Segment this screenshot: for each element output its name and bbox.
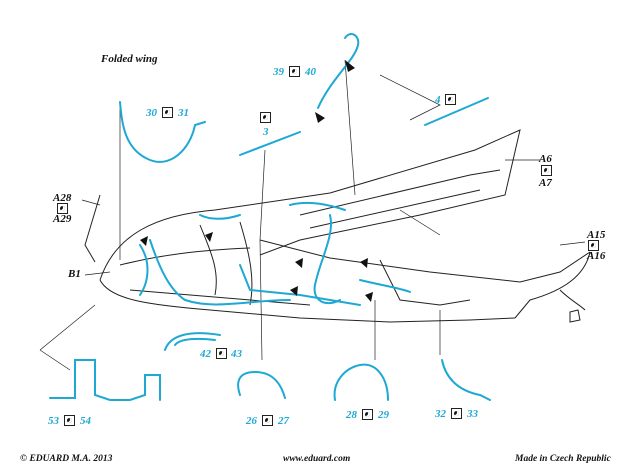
yin-yang-icon — [289, 66, 300, 77]
footer-copyright: © EDUARD M.A. 2013 — [20, 454, 113, 464]
part-4-strip — [424, 97, 489, 126]
leader-4 — [379, 74, 441, 121]
yin-yang-icon — [445, 94, 456, 105]
yin-yang-icon — [451, 408, 462, 419]
wing-inner-rib — [119, 247, 251, 266]
edge-tab — [569, 309, 581, 323]
part-label-42: 42 — [200, 348, 211, 360]
leader-39 — [344, 59, 356, 196]
leader-53 — [39, 304, 96, 351]
part-label-27: 27 — [278, 415, 289, 427]
wing-part-line-5 — [359, 279, 411, 293]
yin-yang-icon — [64, 415, 75, 426]
ref-label-b1: B1 — [68, 268, 81, 280]
ref-label-a16: A16 — [587, 250, 606, 262]
yin-yang-icon — [588, 240, 599, 251]
ref-label-a7: A7 — [539, 177, 552, 189]
wing-part-line-3 — [313, 214, 341, 305]
arrow-3 — [140, 236, 148, 246]
fold-recess — [199, 224, 217, 296]
part-39-40-shape — [317, 33, 360, 109]
yin-yang-icon — [260, 112, 271, 123]
yin-yang-icon — [57, 203, 68, 214]
ref-label-a28: A28 — [53, 192, 72, 204]
footer-origin: Made in Czech Republic — [515, 454, 611, 464]
arrow-2 — [315, 112, 325, 123]
wing-part-line-4 — [289, 201, 346, 211]
ref-label-a29: A29 — [53, 213, 72, 225]
wing-outline — [99, 129, 521, 281]
wing-part-line-7 — [199, 214, 241, 220]
ref-label-a6: A6 — [539, 153, 552, 165]
wing-panel-line-2 — [309, 189, 481, 229]
part-label-3: 3 — [263, 126, 269, 138]
leader-b1 — [84, 271, 111, 276]
arrow-7 — [365, 292, 373, 302]
fold-recess-2 — [239, 221, 253, 306]
wing-part-line-2 — [239, 264, 361, 306]
yin-yang-icon — [262, 415, 273, 426]
yin-yang-icon — [541, 165, 552, 176]
part-30-31-shape — [119, 101, 206, 163]
part-label-30: 30 — [146, 107, 157, 119]
part-label-43: 43 — [231, 348, 242, 360]
arrow-4 — [205, 232, 213, 242]
arrow-6 — [360, 258, 368, 268]
leader-4b — [399, 209, 441, 236]
part-28-29-shape — [333, 363, 389, 401]
arrow-5 — [295, 258, 303, 268]
page-title: Folded wing — [101, 53, 158, 65]
leader-3 — [259, 149, 266, 361]
part-label-53: 53 — [48, 415, 59, 427]
ref-label-a15: A15 — [587, 229, 606, 241]
wing-tip — [514, 251, 591, 319]
part-label-32: 32 — [435, 408, 446, 420]
part-53-54-shape — [49, 359, 161, 401]
part-label-28: 28 — [346, 409, 357, 421]
part-32-33-shape — [441, 359, 491, 401]
part-label-54: 54 — [80, 415, 91, 427]
leader-53b — [39, 349, 71, 371]
part-label-4: 4 — [435, 94, 441, 106]
part-label-39: 39 — [273, 66, 284, 78]
part-42-43-b — [174, 337, 216, 346]
part-label-26: 26 — [246, 415, 257, 427]
yin-yang-icon — [216, 348, 227, 359]
wing-spar — [379, 259, 471, 306]
wing-panel-line — [299, 169, 501, 216]
arrow-8 — [290, 286, 298, 296]
part-label-29: 29 — [378, 409, 389, 421]
footer-website: www.eduard.com — [283, 454, 351, 464]
wing-inner-rib-2 — [129, 289, 311, 306]
wing-part-line-6 — [139, 244, 149, 296]
part-42-43-shape — [164, 332, 221, 351]
part-label-40: 40 — [305, 66, 316, 78]
yin-yang-icon — [362, 409, 373, 420]
part-label-31: 31 — [178, 107, 189, 119]
part-label-33: 33 — [467, 408, 478, 420]
a28-lead — [84, 194, 101, 263]
leader-a28 — [81, 199, 101, 206]
leader-a15 — [559, 241, 586, 246]
arrow-1 — [345, 60, 355, 72]
trail-edge — [559, 289, 586, 311]
wing-part-line-1 — [149, 239, 291, 306]
yin-yang-icon — [162, 107, 173, 118]
part-26-27-shape — [237, 370, 286, 399]
wing-fold-edge — [259, 239, 591, 283]
part-3-strip — [239, 131, 301, 156]
wing-lower-surface — [99, 279, 516, 323]
